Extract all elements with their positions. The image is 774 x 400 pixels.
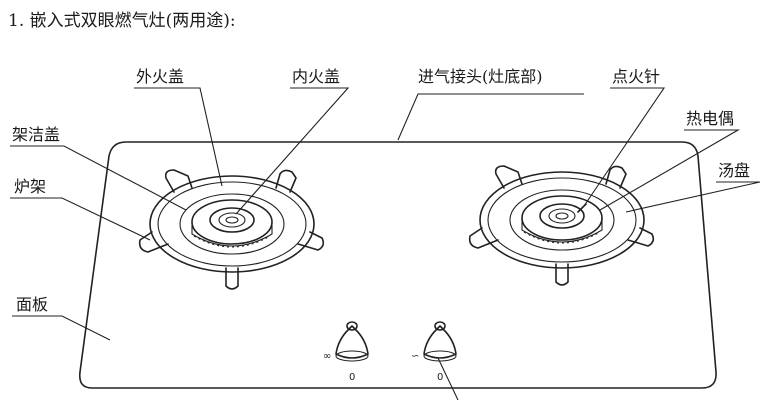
label-drip-tray: 汤盘	[718, 161, 750, 180]
label-thermocouple: 热电偶	[686, 109, 734, 128]
diagram-title: 1. 嵌入式双眼燃气灶(两用途):	[8, 11, 236, 31]
left-burner	[138, 169, 325, 290]
leader-thermocouple	[599, 129, 741, 211]
stove-panel-outline	[78, 141, 717, 389]
leader-outer-cap	[134, 87, 223, 187]
leader-drip-tray	[625, 181, 761, 213]
left-burner-grate	[138, 169, 325, 290]
right-knob-symbol-bottom: 0	[437, 372, 443, 383]
leader-burner-frame	[10, 197, 151, 241]
left-drip-tray	[179, 193, 285, 255]
right-drip-tray	[509, 189, 615, 251]
right-burner	[468, 165, 655, 286]
left-inner-cap	[209, 207, 255, 233]
right-burner-grate	[468, 165, 655, 286]
label-igniter: 点火针	[612, 67, 660, 86]
left-outer-cap	[191, 199, 273, 248]
right-outer-cap	[521, 195, 603, 244]
right-knob-symbol-top: ∽	[411, 351, 419, 362]
left-knob[interactable]	[335, 321, 369, 362]
right-inner-cap	[539, 203, 585, 229]
label-support-cap: 架洁盖	[12, 125, 60, 144]
leader-panel	[12, 315, 111, 341]
leader-inner-cap	[235, 87, 350, 215]
right-knob[interactable]	[423, 321, 457, 362]
label-panel: 面板	[16, 295, 48, 314]
left-knob-symbol-bottom: 0	[349, 372, 355, 383]
left-knob-symbol-top: ∞	[323, 351, 331, 362]
leader-gas-connector	[397, 93, 584, 141]
label-burner-frame: 炉架	[14, 177, 46, 196]
label-gas-connector: 进气接头(灶底部)	[418, 67, 543, 86]
leader-support-cap	[10, 145, 187, 211]
label-outer-cap: 外火盖	[136, 67, 184, 86]
label-inner-cap: 内火盖	[292, 67, 340, 86]
leader-igniter	[583, 87, 666, 207]
leader-knob	[437, 357, 459, 400]
leader-lines	[10, 87, 761, 400]
